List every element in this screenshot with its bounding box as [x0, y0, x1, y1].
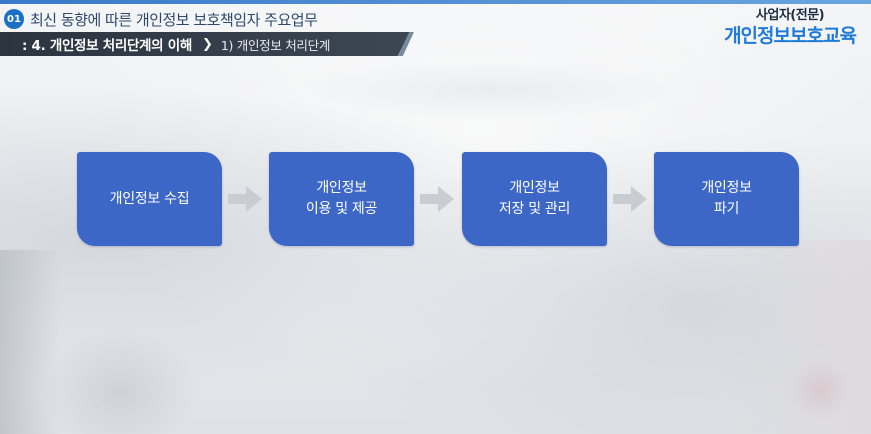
- step-label: 개인정보 저장 및 관리: [498, 180, 571, 217]
- step-storage-and-management: 개인정보 저장 및 관리: [462, 152, 607, 246]
- logo-top-text: 사업자(전문): [755, 8, 825, 23]
- step-destruction: 개인정보 파기: [654, 152, 799, 246]
- logo-main-text: 개인정보보호교육: [724, 25, 857, 47]
- section-title: : 4. 개인정보 처리단계의 이해: [22, 38, 192, 54]
- background-blur-desk-object: [40, 330, 200, 434]
- step-use-and-provision: 개인정보 이용 및 제공: [269, 152, 414, 246]
- section-header-bar: : 4. 개인정보 처리단계의 이해 ❯ 1) 개인정보 처리단계: [0, 32, 410, 56]
- top-accent-bar: [0, 0, 871, 4]
- step-label: 개인정보 이용 및 제공: [305, 180, 378, 217]
- slide-title: 최신 동향에 따른 개인정보 보호책임자 주요업무: [30, 10, 318, 29]
- chapter-number-badge: 01: [4, 9, 24, 29]
- course-logo: 사업자(전문) 개인정보보호교육: [715, 8, 865, 48]
- arrow-right-icon: [420, 186, 454, 212]
- step-label: 개인정보 수집: [109, 190, 190, 207]
- step-collection: 개인정보 수집: [77, 152, 222, 246]
- chevron-right-icon: ❯: [201, 36, 213, 52]
- arrow-right-icon: [613, 186, 647, 212]
- subsection-title: 1) 개인정보 처리단계: [220, 37, 331, 53]
- background-blur-mug: [790, 360, 850, 420]
- slide-title-row: 01 최신 동향에 따른 개인정보 보호책임자 주요업무: [4, 8, 318, 30]
- background-blur-window: [300, 60, 680, 120]
- step-label: 개인정보 파기: [701, 180, 752, 217]
- arrow-right-icon: [228, 186, 262, 212]
